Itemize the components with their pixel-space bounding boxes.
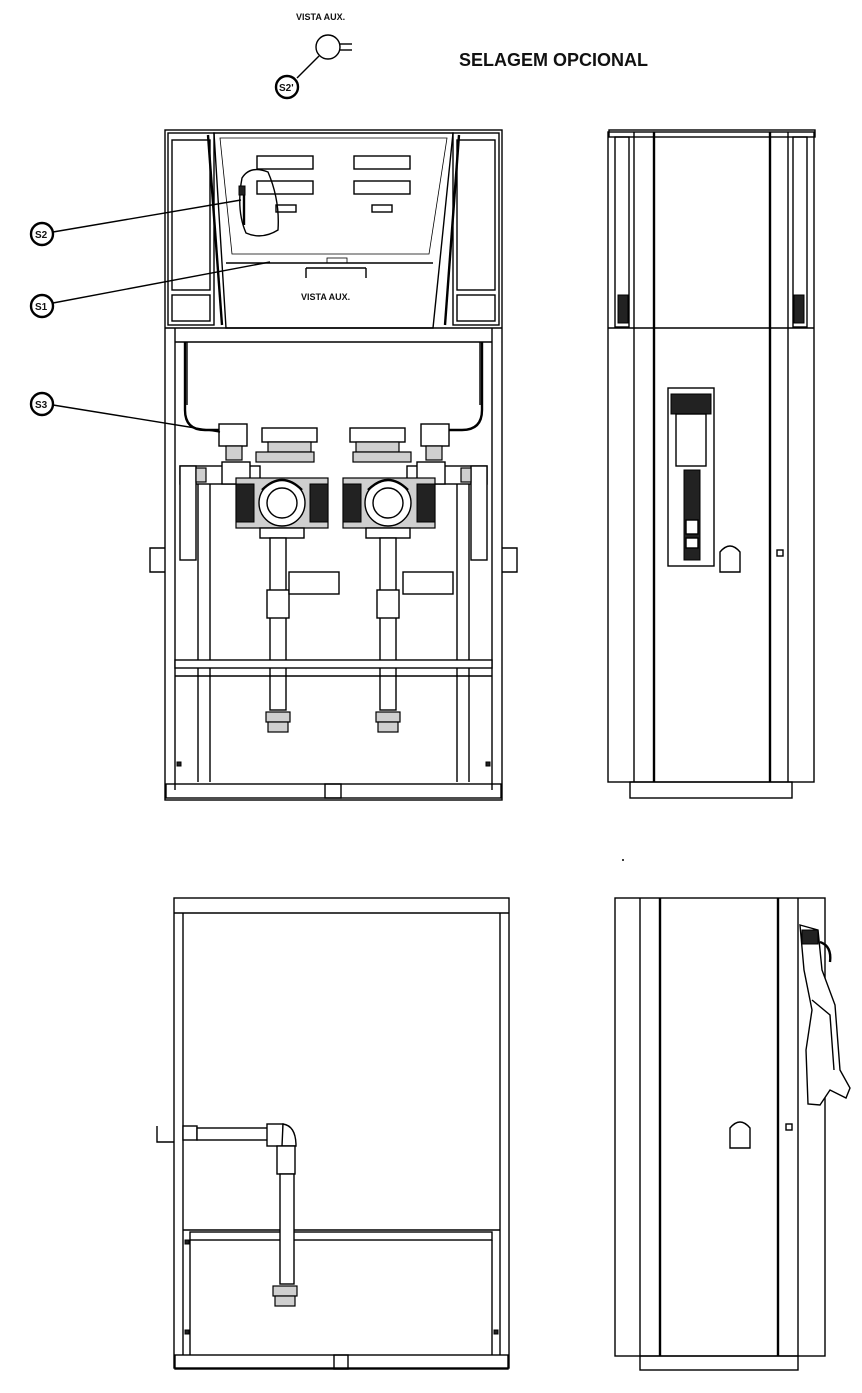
aux-view-detail: VISTA AUX. S2' <box>274 12 352 100</box>
seal-callout-s1: S1 <box>29 261 271 319</box>
seal-bubble-s2-prime: S2' <box>274 74 300 100</box>
front-view: VISTA AUX. <box>149 129 518 801</box>
svg-text:S2': S2' <box>279 83 294 94</box>
stray-mark <box>622 859 624 861</box>
left-side-view <box>614 897 851 1371</box>
svg-text:S3: S3 <box>35 400 48 411</box>
svg-text:S2: S2 <box>35 230 48 241</box>
right-side-view <box>607 129 816 799</box>
aux-view-label-top: VISTA AUX. <box>296 12 345 22</box>
aux-view-label-panel: VISTA AUX. <box>301 292 350 302</box>
seal-callout-s2: S2 <box>29 199 242 247</box>
seal-callout-s3: S3 <box>29 391 221 433</box>
title-selagem-opcional: SELAGEM OPCIONAL <box>459 50 648 70</box>
svg-text:S1: S1 <box>35 302 48 313</box>
rear-view <box>156 897 510 1370</box>
